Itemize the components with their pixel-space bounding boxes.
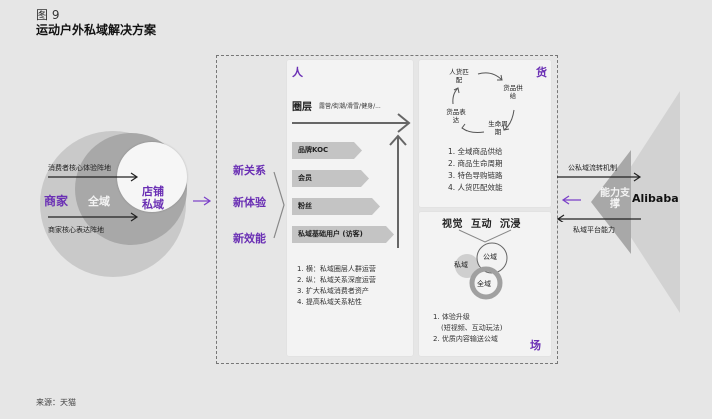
venn-public-label: 公域 xyxy=(483,253,497,261)
people-list-item: 4. 提高私域关系粘性 xyxy=(297,298,362,306)
people-list: 1. 横：私域圈层人群运营 2. 纵：私域关系深度运营 3. 扩大私域消费者资产… xyxy=(297,264,376,308)
scene-list-item: (短视频、互动玩法) xyxy=(441,324,503,332)
scene-list: 1. 体验升级 (短视频、互动玩法) 2. 优质内容输送公域 xyxy=(433,312,502,345)
figure-number: 图 9 xyxy=(36,8,60,22)
scene-panel xyxy=(419,212,551,356)
slogan-new-experience: 新体验 xyxy=(233,196,266,209)
goods-list-item: 1. 全域商品供给 xyxy=(448,147,503,156)
arrow-left-icon xyxy=(561,195,581,205)
source-note: 来源：天猫 xyxy=(36,398,76,407)
goods-panel xyxy=(419,60,551,207)
merchant-arrow-label: 商家核心表达阵地 xyxy=(48,226,104,234)
goods-list: 1. 全域商品供给 2. 商品生命周期 3. 特色导购链路 4. 人货匹配效能 xyxy=(448,146,503,194)
alibaba-label: Alibaba xyxy=(632,192,679,205)
figure-title: 运动户外私域解决方案 xyxy=(36,23,157,37)
store-private-label: 店铺私域 xyxy=(142,185,164,211)
cycle-lifecycle: 生命周期 xyxy=(488,120,508,136)
slogan-new-efficiency: 新效能 xyxy=(233,232,266,245)
goods-list-item: 3. 特色导购链路 xyxy=(448,171,503,180)
left-arrows xyxy=(48,172,139,222)
consumer-arrow-label: 消费者核心体验阵地 xyxy=(48,164,111,172)
scene-list-item: 2. 优质内容输送公域 xyxy=(433,335,498,343)
arrow-right-icon xyxy=(193,196,212,206)
tag-member: 会员 xyxy=(292,170,369,187)
allfield-label: 全域 xyxy=(88,195,110,208)
scene-title: 视觉 互动 沉浸 xyxy=(442,219,521,230)
cycle-match: 人货匹配 xyxy=(449,68,469,84)
people-list-item: 1. 横：私域圈层人群运营 xyxy=(297,265,376,273)
circle-layer-title: 圈层 xyxy=(292,102,312,113)
cycle-expression: 货品表达 xyxy=(446,108,466,124)
bracket-chevron xyxy=(273,171,285,239)
people-corner-label: 人 xyxy=(292,66,303,79)
goods-list-item: 2. 商品生命周期 xyxy=(448,159,503,168)
scene-list-item: 1. 体验升级 xyxy=(433,313,470,321)
people-list-item: 3. 扩大私域消费者资产 xyxy=(297,287,369,295)
goods-corner-label: 货 xyxy=(536,66,547,79)
cycle-arrows-icon xyxy=(452,72,515,133)
tag-base-users: 私域基础用户 (访客) xyxy=(292,226,394,243)
circle-layer-subtitle: 露营/街潮/滑雪/健身/... xyxy=(319,103,381,110)
transfer-mechanism-label: 公私域流转机制 xyxy=(568,164,617,172)
scene-venn xyxy=(455,229,512,300)
scene-corner-label: 场 xyxy=(530,339,541,352)
platform-ability-label: 私域平台能力 xyxy=(573,226,615,234)
cycle-supply: 货品供给 xyxy=(503,84,523,100)
tag-brand-koc: 品牌KOC xyxy=(292,142,362,159)
slogan-new-relationship: 新关系 xyxy=(233,164,266,177)
right-arrows xyxy=(556,172,642,222)
people-list-item: 2. 纵：私域关系深度运营 xyxy=(297,276,376,284)
merchant-label: 商家 xyxy=(44,194,69,208)
venn-private-label: 私域 xyxy=(454,261,468,269)
goods-list-item: 4. 人货匹配效能 xyxy=(448,183,503,192)
solution-container xyxy=(216,55,558,364)
tag-fans: 粉丝 xyxy=(292,198,380,215)
people-arrows xyxy=(292,113,411,248)
venn-all-label: 全域 xyxy=(477,280,491,288)
ability-support-label: 能力支撑 xyxy=(600,188,630,210)
